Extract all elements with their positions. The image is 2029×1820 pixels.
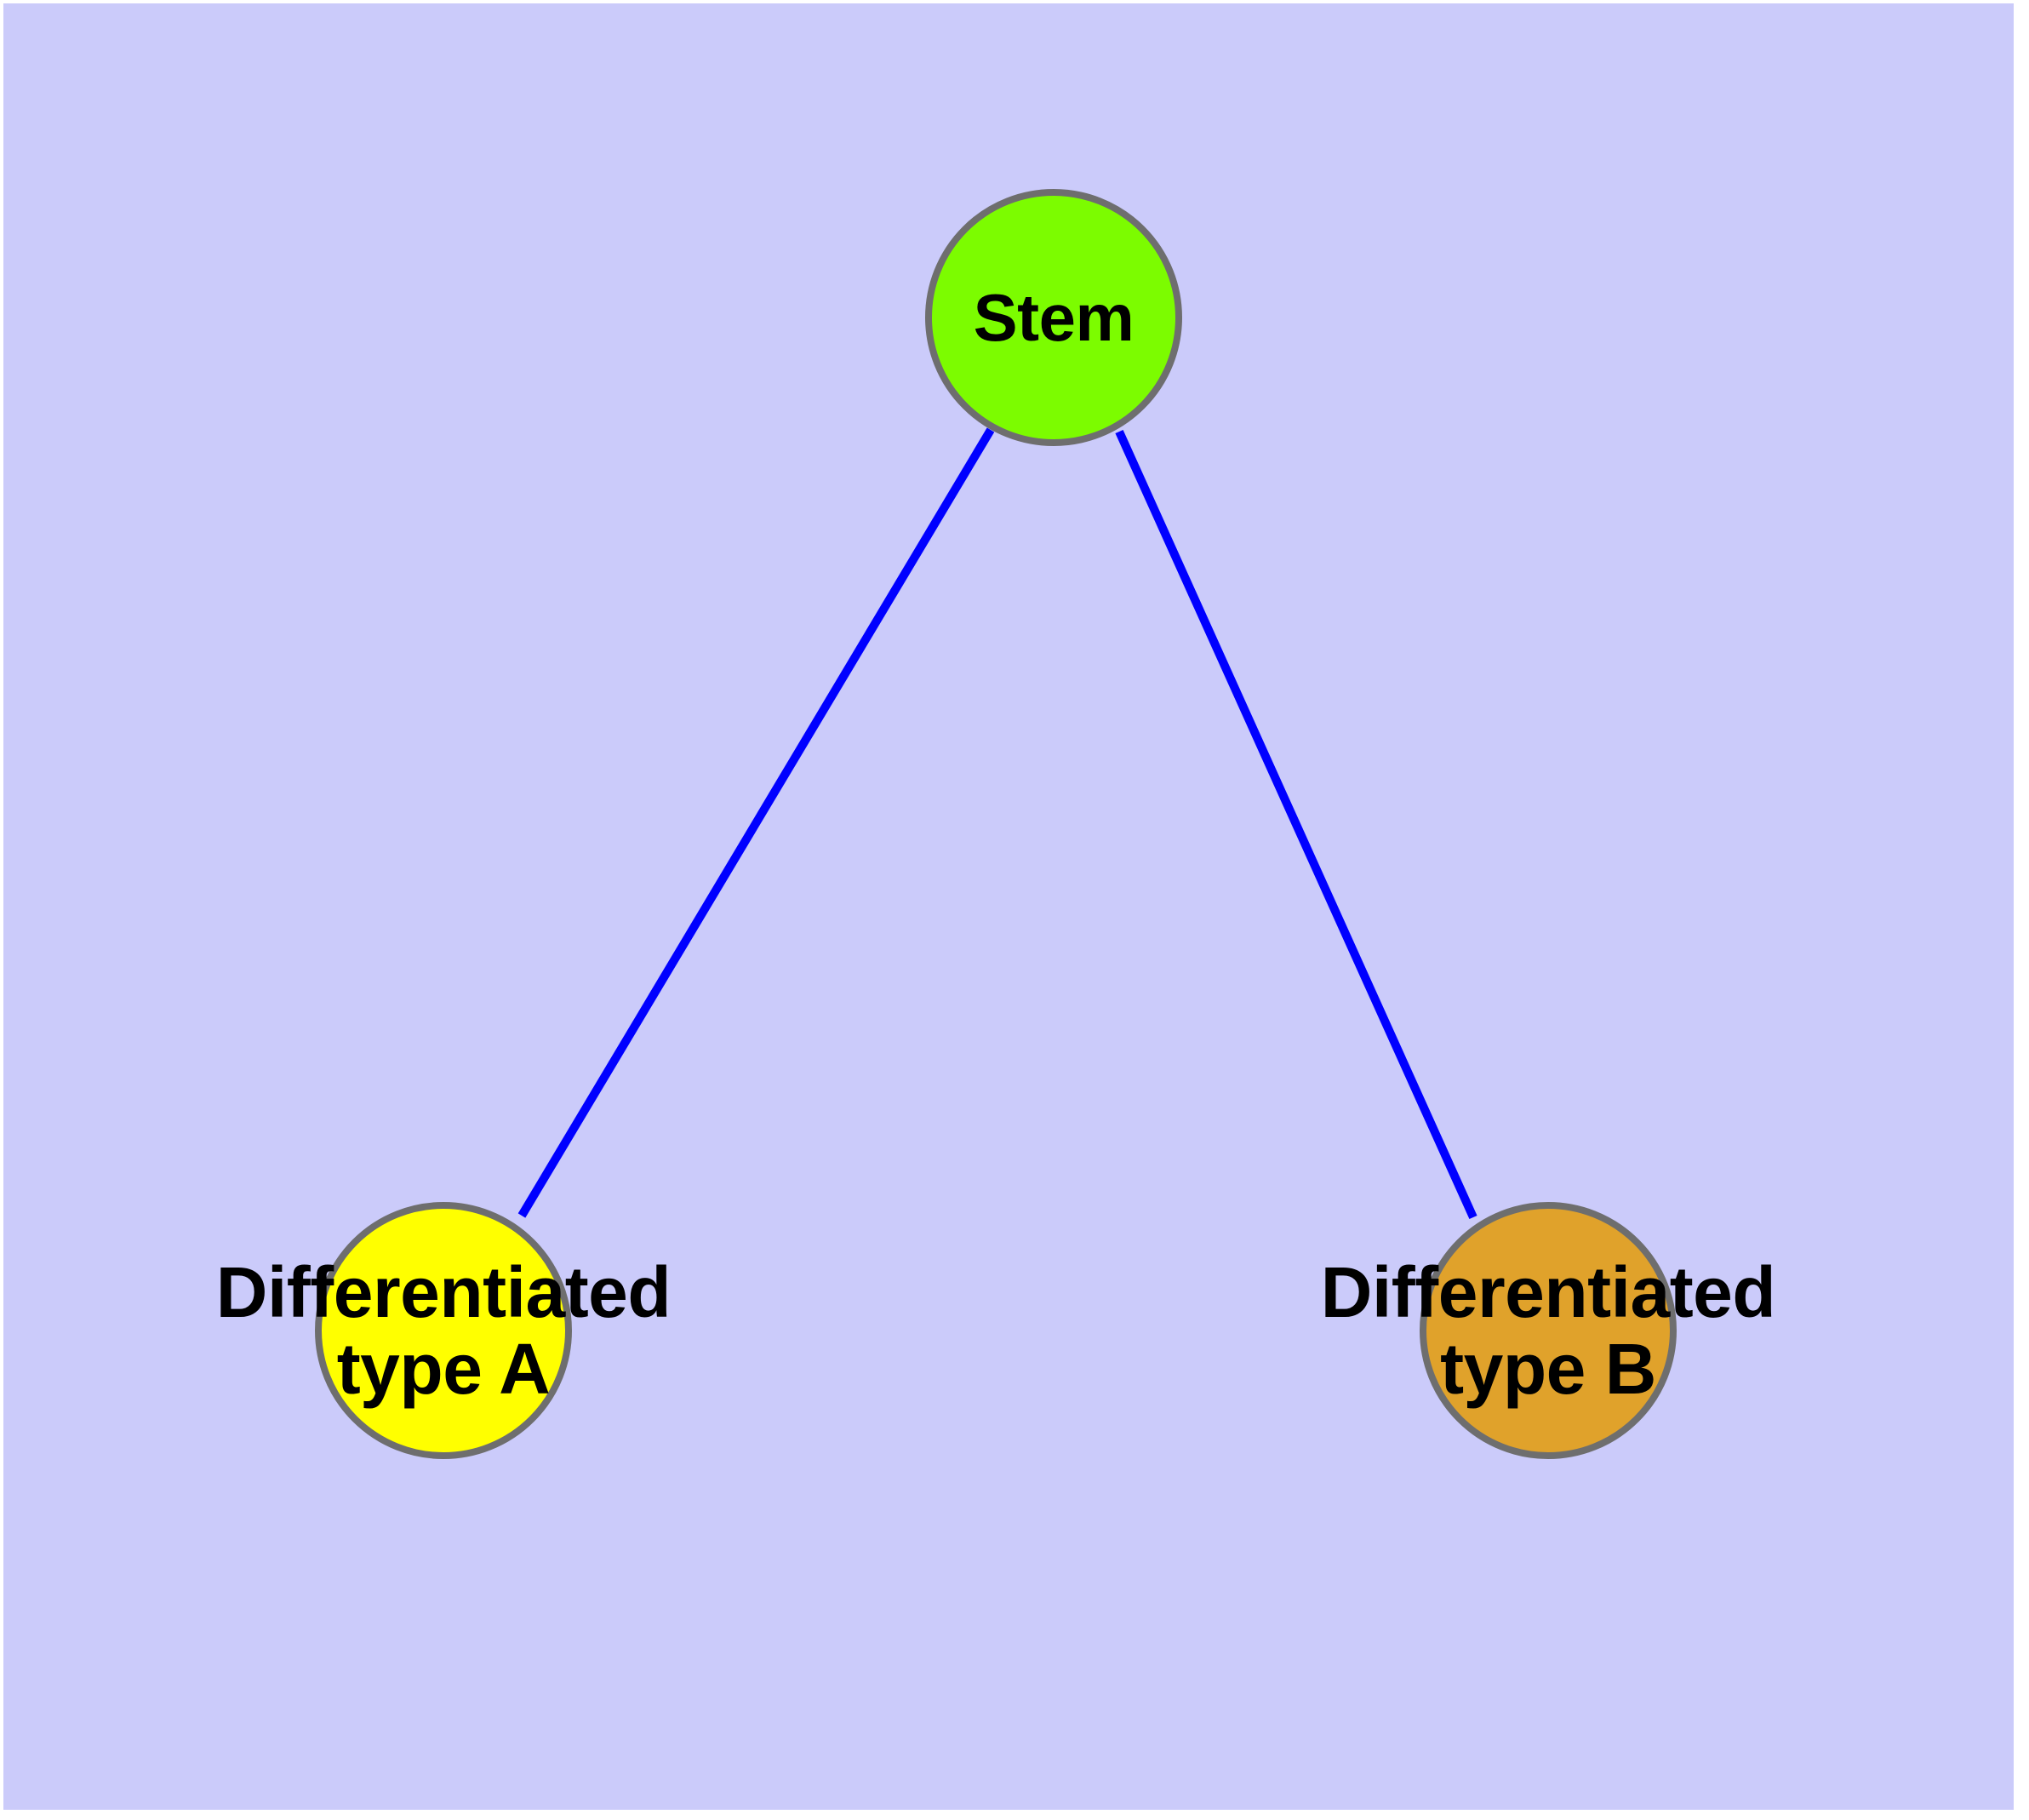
graph-panel: Stem Differentiated type A Differentiate… xyxy=(3,3,2014,1810)
edge-stem-to-differentiated-type-a xyxy=(517,427,995,1218)
node-stem[interactable] xyxy=(925,189,1182,446)
node-differentiated-type-a[interactable] xyxy=(315,1202,572,1459)
edge-layer xyxy=(517,427,1477,1220)
edge-stem-to-differentiated-type-b xyxy=(1115,429,1477,1220)
node-differentiated-type-b[interactable] xyxy=(1420,1202,1677,1459)
